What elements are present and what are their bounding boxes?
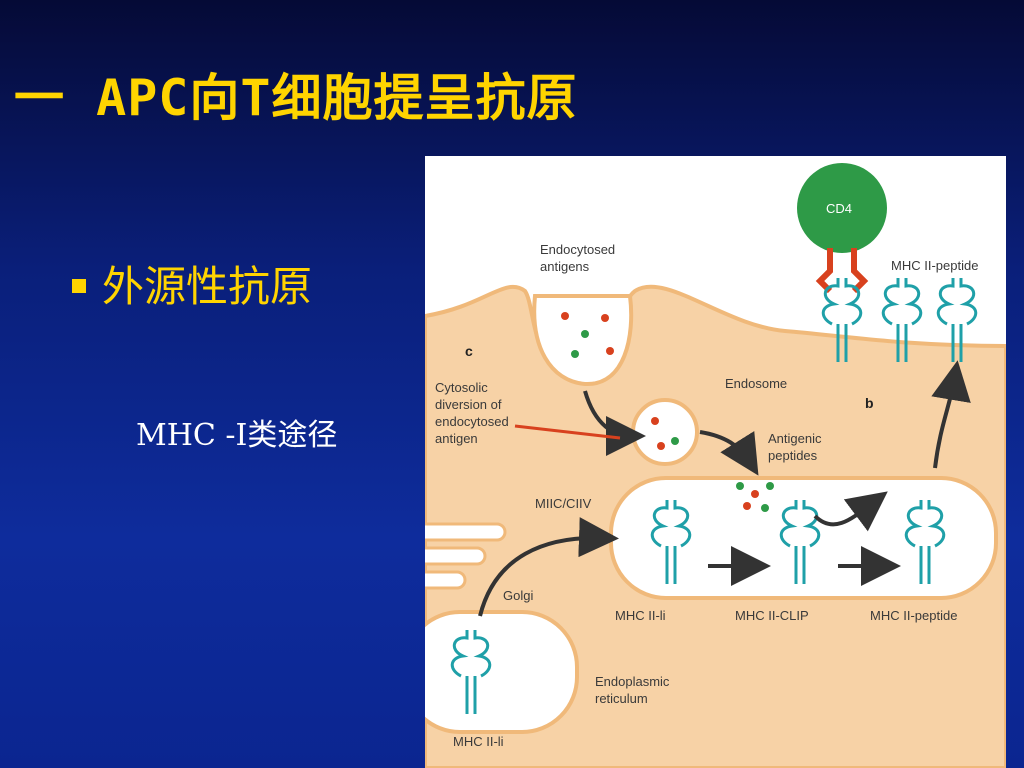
label-mhc-peptide-top: MHC II-peptide — [891, 258, 978, 273]
label-endocytosed-2: antigens — [540, 259, 590, 274]
label-antigenic-1: Antigenic — [768, 431, 822, 446]
cd4-molecule — [797, 163, 887, 294]
label-mhc-ii-li: MHC II-li — [615, 608, 666, 623]
label-cytosolic-1: Cytosolic — [435, 380, 488, 395]
bullet-text: 外源性抗原 — [102, 262, 313, 311]
label-mhc-ii-clip: MHC II-CLIP — [735, 608, 809, 623]
square-bullet-icon — [72, 278, 86, 293]
label-mhc-ii-li-bottom: MHC II-li — [453, 734, 504, 749]
endoplasmic-reticulum — [425, 610, 579, 734]
bullet-item: 外源性抗原 — [72, 253, 312, 314]
slide-title: 一 APC向T细胞提呈抗原 — [14, 69, 578, 127]
golgi-stacks — [425, 522, 507, 590]
label-er-1: Endoplasmic — [595, 674, 670, 689]
label-mhc-ii-peptide: MHC II-peptide — [870, 608, 957, 623]
label-cytosolic-4: antigen — [435, 431, 478, 446]
label-cytosolic-2: diversion of — [435, 397, 502, 412]
label-endosome: Endosome — [725, 376, 787, 391]
label-golgi: Golgi — [503, 588, 533, 603]
cytosolic-diversion-line — [514, 424, 621, 440]
transport-vesicle — [631, 398, 699, 466]
antigen-processing-figure: Endocytosed antigens CD4 MHC II-peptide … — [425, 156, 1006, 768]
pathway-diagram: Endocytosed antigens CD4 MHC II-peptide … — [425, 163, 1006, 768]
panel-letter-c: c — [465, 343, 473, 359]
label-er-2: reticulum — [595, 691, 648, 706]
label-cd4: CD4 — [826, 201, 852, 216]
antigen-fragments — [561, 312, 774, 512]
sub-text: MHC -I类途径 — [136, 418, 338, 453]
label-cytosolic-3: endocytosed — [435, 414, 509, 429]
label-endocytosed-1: Endocytosed — [540, 242, 615, 257]
panel-letter-b: b — [865, 395, 874, 411]
pathway-arrows — [478, 360, 971, 617]
label-antigenic-2: peptides — [768, 448, 818, 463]
label-miic: MIIC/CIIV — [535, 496, 592, 511]
